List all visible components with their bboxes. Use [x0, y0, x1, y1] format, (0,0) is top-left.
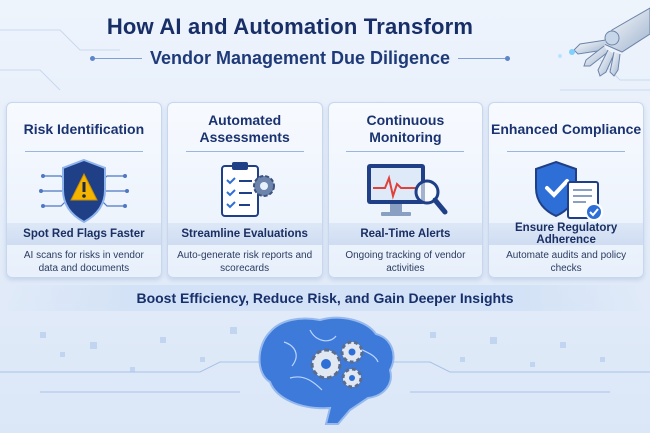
- card-description: Automate audits and policy checks: [506, 250, 627, 274]
- tagline: Boost Efficiency, Reduce Risk, and Gain …: [0, 285, 650, 311]
- card-heading: Risk Identification: [23, 120, 145, 137]
- ai-brain-gears-icon: [0, 316, 650, 425]
- card-band: Spot Red Flags Faster: [7, 223, 161, 245]
- card-divider: [507, 151, 626, 152]
- card-divider: [346, 151, 465, 152]
- page-subtitle: Vendor Management Due Diligence: [149, 48, 451, 68]
- subtitle-divider-right: [458, 56, 511, 61]
- title-block: How AI and Automation Transform: [0, 14, 580, 40]
- card-band: Real-Time Alerts: [328, 223, 483, 245]
- clipboard-gear-icon: [168, 154, 322, 228]
- card-heading: Enhanced Compliance: [491, 120, 642, 137]
- card-description: Auto-generate risk reports and scorecard…: [177, 250, 313, 274]
- card-enhanced-compliance: Enhanced Compliance Ensure Regulatory Ad…: [488, 102, 644, 278]
- shield-warning-icon: [7, 154, 161, 228]
- card-description: AI scans for risks in vendor data and do…: [23, 250, 144, 274]
- card-band: Streamline Evaluations: [167, 223, 322, 245]
- card-heading: Continuous Monitoring: [366, 112, 445, 145]
- card-description: Ongoing tracking of vendor activities: [345, 250, 466, 274]
- monitor-magnifier-icon: [329, 154, 483, 228]
- card-continuous-monitoring: Continuous Monitoring Real-Time Alerts O…: [327, 102, 484, 278]
- card-divider: [24, 151, 143, 152]
- feature-cards: Risk Identification Spot Red Flags Faste…: [6, 102, 644, 278]
- subtitle-divider-left: [90, 56, 142, 61]
- card-heading: Automated Assessments: [199, 112, 290, 145]
- card-automated-assessments: Automated Assessments Streamline Evaluat…: [166, 102, 323, 278]
- robot-hand-icon: [558, 7, 650, 77]
- card-risk-identification: Risk Identification Spot Red Flags Faste…: [6, 102, 162, 278]
- card-divider: [185, 151, 304, 152]
- card-band: Ensure Regulatory Adherence: [489, 222, 643, 246]
- subtitle-row: Vendor Management Due Diligence: [90, 48, 511, 69]
- shield-check-document-icon: [489, 154, 643, 228]
- page-title: How AI and Automation Transform: [106, 14, 474, 39]
